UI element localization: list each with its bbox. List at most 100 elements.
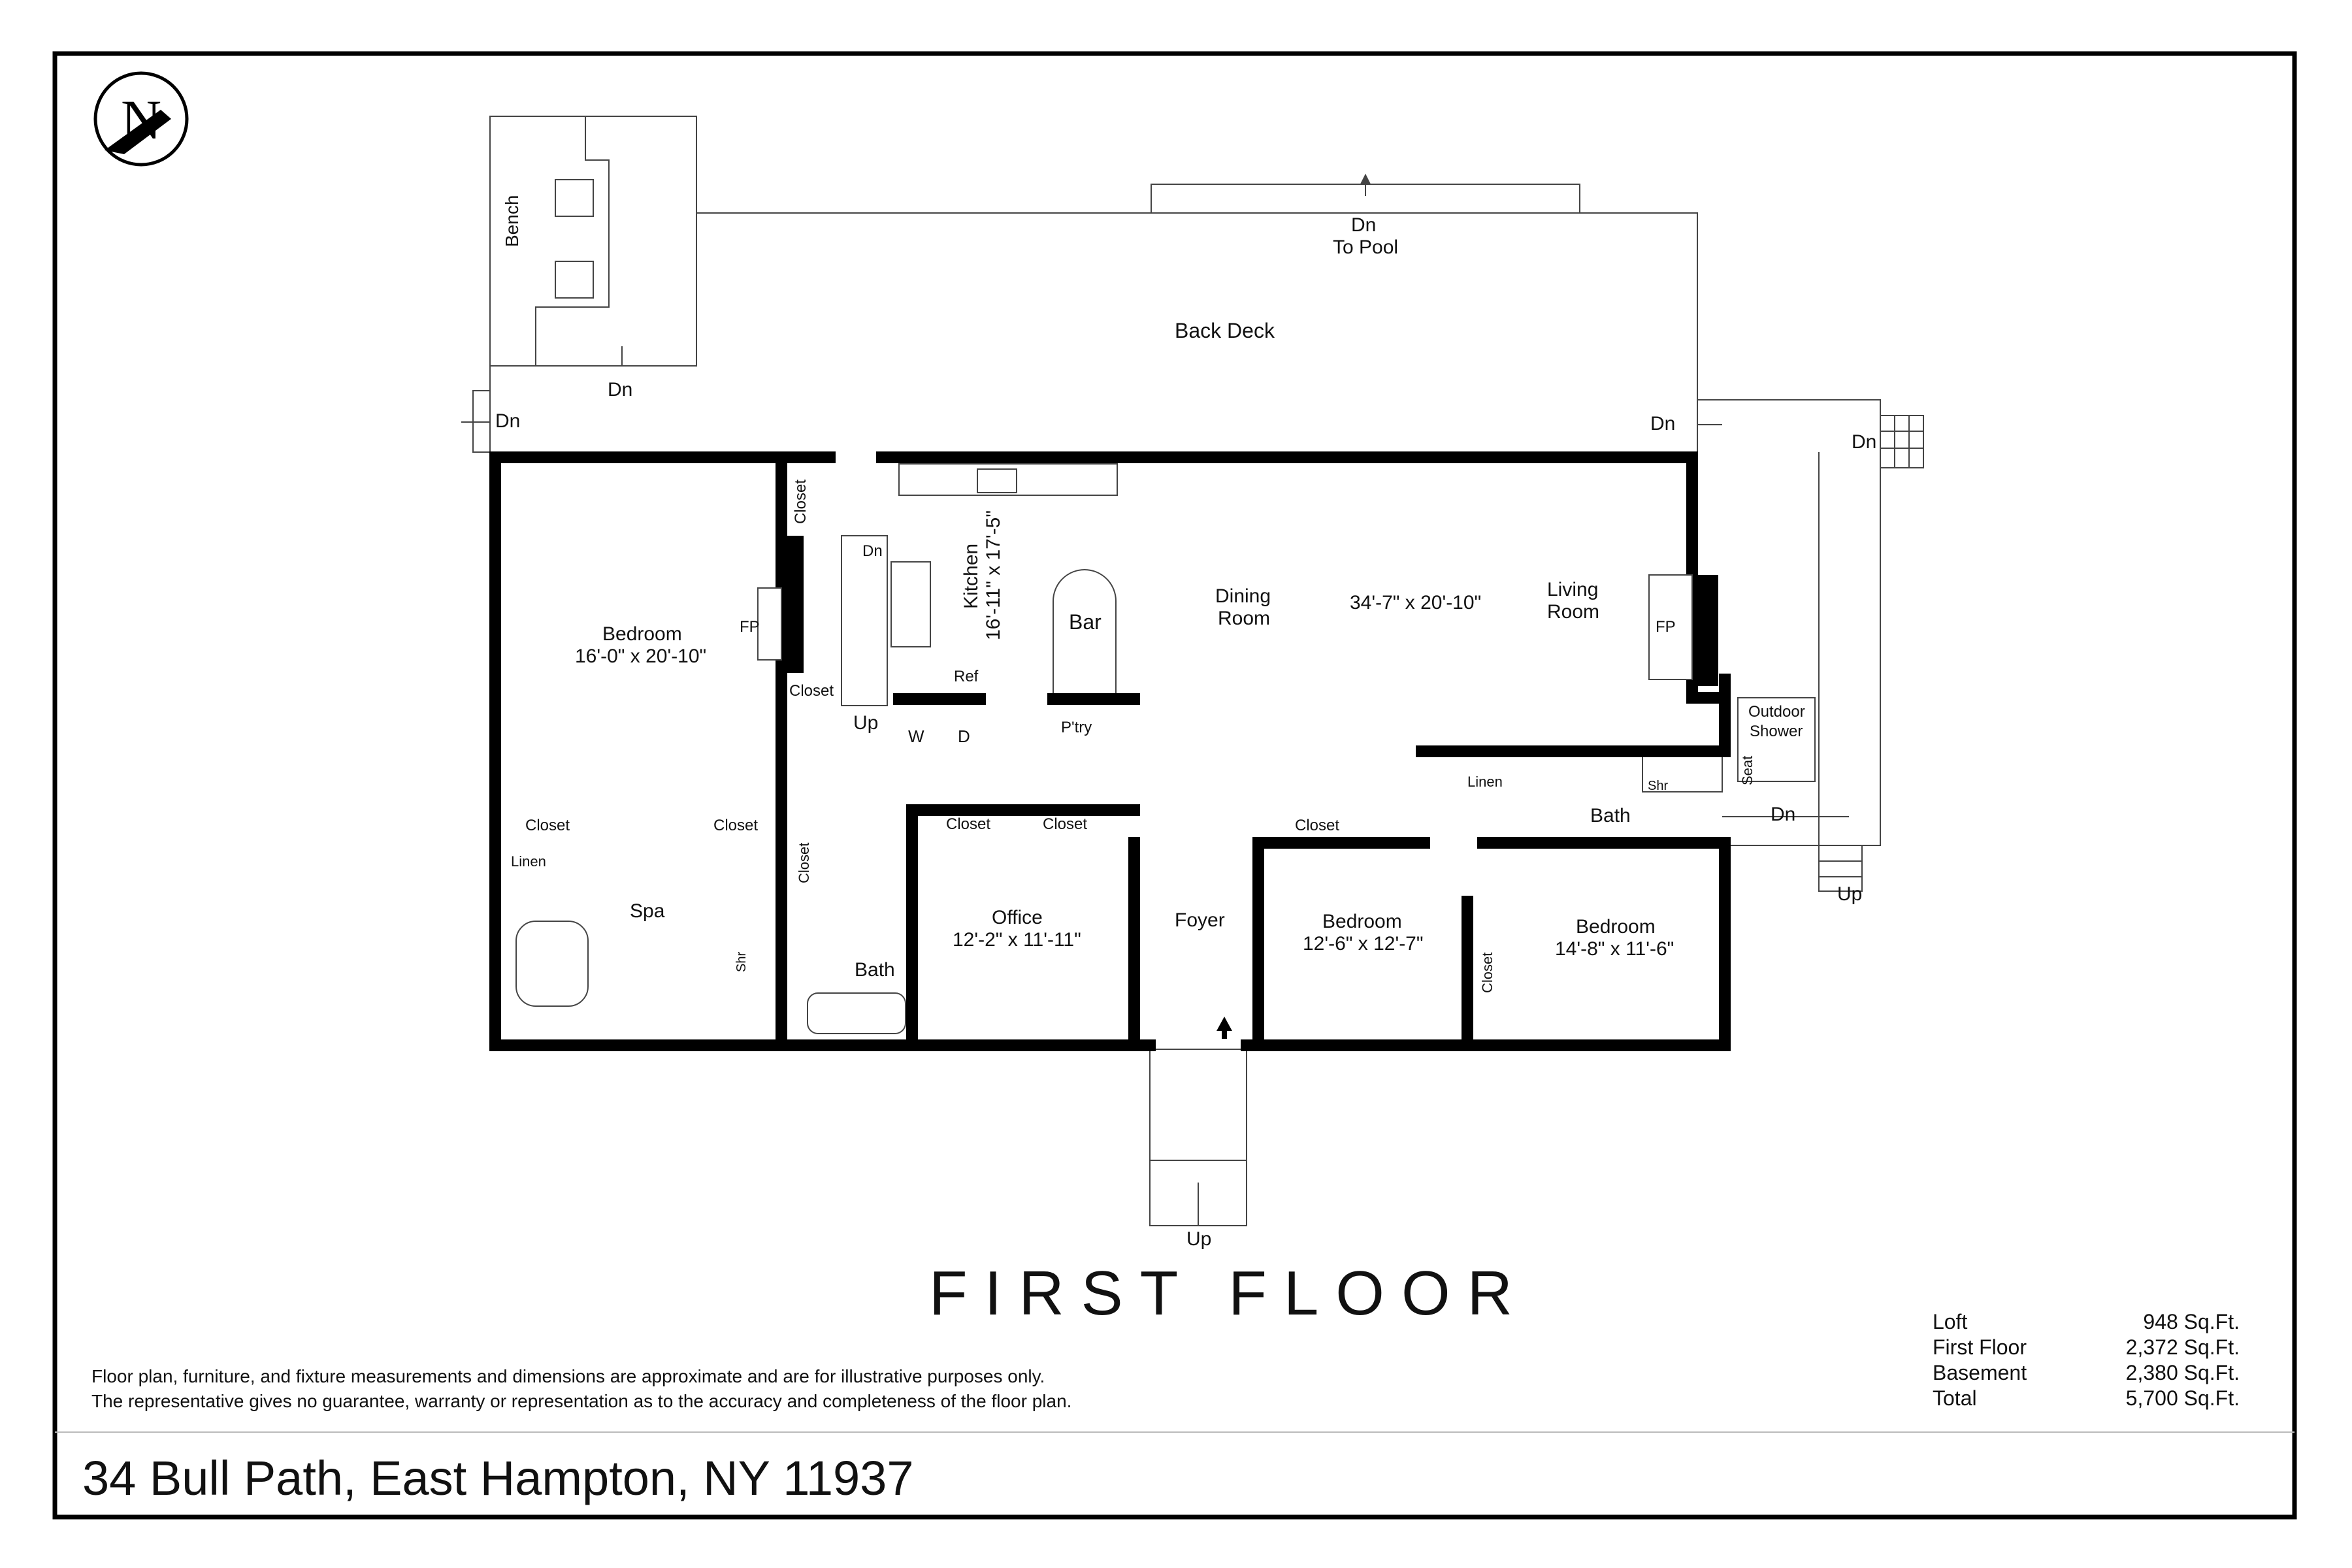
label-bedroom2-dim: 12'-6" x 12'-7" <box>1303 933 1424 955</box>
label-living-dim: 34'-7" x 20'-10" <box>1350 592 1482 613</box>
stair-arrows <box>461 173 1849 1226</box>
label-bedroom2: Bedroom <box>1322 911 1402 932</box>
label-closet-stair: Closet <box>789 682 834 700</box>
label-bedroom3: Bedroom <box>1576 916 1656 938</box>
label-ref: Ref <box>954 668 979 685</box>
bench-seat-2 <box>555 261 594 299</box>
label-dining: Dining <box>1215 585 1271 607</box>
label-closet-office1: Closet <box>946 815 991 833</box>
kitchen-counter <box>898 463 1118 496</box>
area-row-loft: Loft 948 Sq.Ft. <box>1933 1309 2240 1335</box>
right-steps <box>1880 415 1924 468</box>
bench-deck <box>489 116 697 367</box>
sink <box>977 468 1017 493</box>
area-value: 2,372 Sq.Ft. <box>2125 1335 2240 1359</box>
range <box>890 561 931 647</box>
label-dn-stair: Dn <box>862 542 883 560</box>
bench <box>535 116 610 366</box>
outdoor-shower <box>1737 697 1816 782</box>
label-fp-right: FP <box>1656 618 1676 636</box>
label-living: Living <box>1547 579 1599 600</box>
disclaimer-line-2: The representative gives no guarantee, w… <box>91 1391 1072 1411</box>
area-value: 2,380 Sq.Ft. <box>2125 1361 2240 1384</box>
label-office: Office <box>992 907 1043 928</box>
area-row-basement: Basement 2,380 Sq.Ft. <box>1933 1360 2240 1386</box>
label-back-deck: Back Deck <box>1175 319 1275 342</box>
label-office-dim: 12'-2" x 11'-11" <box>953 929 1081 951</box>
label-shr-spa: Shr <box>734 951 749 972</box>
label-bar: Bar <box>1069 610 1102 634</box>
label-fp-left: FP <box>740 618 760 636</box>
label-shr-right: Shr <box>1648 779 1669 793</box>
label-kitchen-dim: 16'-11" x 17'-5" <box>983 510 1004 640</box>
wall-south-east <box>1241 837 1731 1051</box>
property-address: 34 Bull Path, East Hampton, NY 11937 <box>82 1451 914 1505</box>
tub-bath <box>807 992 906 1034</box>
label-foyer: Foyer <box>1175 909 1225 931</box>
floor-title: FIRST FLOOR <box>929 1258 1529 1328</box>
fireplace-right <box>1648 574 1693 680</box>
bench-seat-1 <box>555 179 594 217</box>
area-value: 5,700 Sq.Ft. <box>2125 1386 2240 1410</box>
label-seat: Seat <box>1739 755 1756 785</box>
area-table: Loft 948 Sq.Ft. First Floor 2,372 Sq.Ft.… <box>1933 1309 2240 1411</box>
bar-island <box>1053 569 1117 700</box>
area-name: First Floor <box>1933 1335 2027 1359</box>
area-row-first-floor: First Floor 2,372 Sq.Ft. <box>1933 1335 2240 1360</box>
area-name: Basement <box>1933 1361 2027 1384</box>
north-compass-icon: N <box>93 71 189 167</box>
label-dn-left: Dn <box>495 410 521 432</box>
disclaimer: Floor plan, furniture, and fixture measu… <box>91 1364 1071 1414</box>
label-closet-top: Closet <box>792 479 809 524</box>
label-closet-bed2: Closet <box>1295 817 1340 834</box>
label-up-right: Up <box>1837 883 1863 905</box>
label-dryer: D <box>958 727 970 746</box>
wall-west <box>489 451 1156 1051</box>
label-closet-hall: Closet <box>796 842 812 883</box>
label-bench: Bench <box>502 195 522 247</box>
chimney-left <box>781 536 804 673</box>
bottom-right-steps <box>1818 845 1863 892</box>
label-spa: Spa <box>630 900 665 922</box>
tub-spa <box>515 921 589 1007</box>
label-bath-right: Bath <box>1590 805 1631 826</box>
label-closet-office2: Closet <box>1043 815 1088 833</box>
label-up-stair: Up <box>853 712 879 734</box>
label-shower: Shower <box>1750 723 1803 740</box>
area-row-total: Total 5,700 Sq.Ft. <box>1933 1386 2240 1411</box>
label-dn-right-deck: Dn <box>1650 413 1676 434</box>
chimney-right <box>1692 575 1718 686</box>
label-dn-far-right: Dn <box>1852 431 1877 453</box>
label-kitchen: Kitchen <box>960 543 982 609</box>
label-bedroom-main-dim: 16'-0" x 20'-10" <box>575 645 707 667</box>
label-linen-right: Linen <box>1467 774 1503 790</box>
area-name: Loft <box>1933 1310 1968 1333</box>
label-closet-spa2: Closet <box>713 817 759 834</box>
label-dn-bench: Dn <box>608 379 633 400</box>
label-outdoor: Outdoor <box>1748 703 1805 721</box>
walls <box>489 451 1731 1051</box>
back-deck <box>696 212 1698 452</box>
label-living-room: Room <box>1547 601 1600 623</box>
label-bath-left: Bath <box>855 959 895 981</box>
label-dn-pool: Dn <box>1351 214 1377 236</box>
outer-border <box>52 51 2297 1520</box>
label-dining-room: Room <box>1218 608 1271 629</box>
stairs <box>841 535 888 706</box>
label-up-entry: Up <box>1186 1228 1212 1250</box>
fireplace-left <box>757 587 782 661</box>
label-linen-spa: Linen <box>511 853 546 870</box>
label-bedroom-main: Bedroom <box>602 623 682 645</box>
disclaimer-line-1: Floor plan, furniture, and fixture measu… <box>91 1366 1045 1386</box>
label-closet-spa1: Closet <box>525 817 570 834</box>
label-washer: W <box>908 727 924 746</box>
label-closet-bed3: Closet <box>1479 952 1495 993</box>
label-bedroom3-dim: 14'-8" x 11'-6" <box>1555 938 1674 960</box>
label-pantry: P'try <box>1061 719 1092 736</box>
entry-arrow-icon <box>1217 1017 1232 1039</box>
label-to-pool: To Pool <box>1333 237 1399 258</box>
area-value: 948 Sq.Ft. <box>2143 1310 2240 1333</box>
label-dn-shower: Dn <box>1771 804 1796 825</box>
area-name: Total <box>1933 1386 1977 1410</box>
